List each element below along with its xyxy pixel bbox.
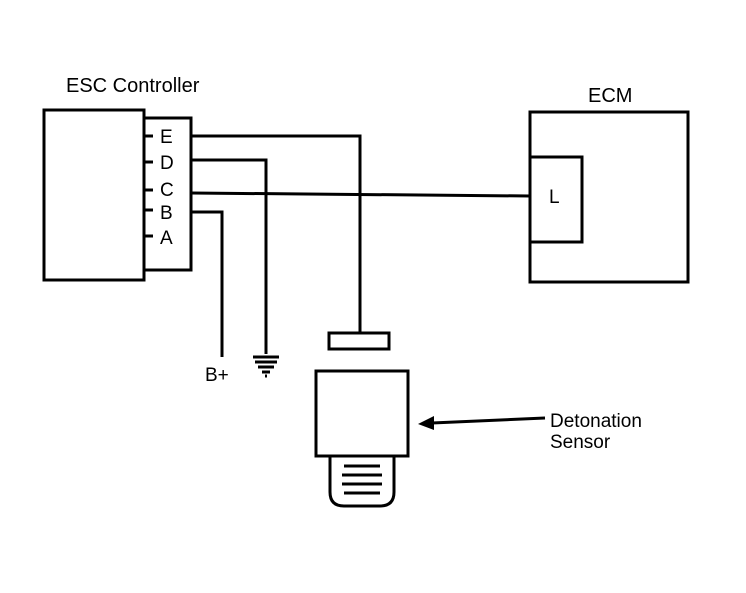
battery-label: B+ bbox=[205, 365, 229, 386]
ecm-terminal-label: L bbox=[549, 187, 560, 208]
esc-controller-body bbox=[42, 108, 146, 282]
pin-label-a: A bbox=[160, 228, 173, 249]
arrow-head bbox=[418, 416, 434, 430]
pin-label-b: B bbox=[160, 203, 173, 224]
sensor-connector-plug bbox=[327, 331, 391, 351]
esc-controller-title: ESC Controller bbox=[66, 75, 200, 97]
sensor-label-line2: Sensor bbox=[550, 432, 611, 453]
sensor-threaded-base bbox=[328, 454, 396, 508]
detonation-sensor bbox=[314, 331, 410, 508]
wire-d-to-ground bbox=[191, 158, 268, 354]
wire-b-to-battery bbox=[191, 210, 224, 357]
ecm: ECM L bbox=[528, 85, 690, 284]
esc-controller-connector bbox=[142, 116, 193, 272]
sensor-label-line1: Detonation bbox=[550, 411, 642, 432]
pin-label-d: D bbox=[160, 153, 174, 174]
wires bbox=[190, 134, 531, 357]
esc-controller: ESC Controller E D C B A bbox=[42, 75, 200, 282]
sensor-body bbox=[314, 369, 410, 458]
arrow-icon bbox=[418, 416, 546, 430]
pin-label-c: C bbox=[160, 180, 174, 201]
ground-icon bbox=[253, 355, 279, 378]
ecm-title: ECM bbox=[588, 85, 632, 107]
arrow-shaft bbox=[431, 416, 546, 425]
ecm-terminal-block bbox=[528, 155, 584, 244]
wire-e-to-sensor bbox=[191, 134, 362, 333]
wire-c-to-ecm bbox=[190, 191, 531, 198]
pin-label-e: E bbox=[160, 127, 173, 148]
